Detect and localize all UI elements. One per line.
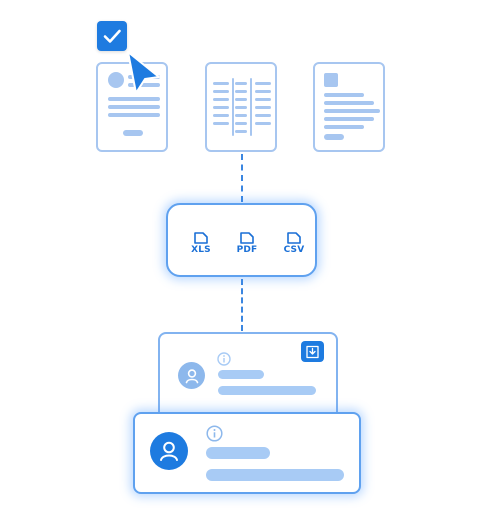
doc-avatar-placeholder	[108, 72, 124, 88]
table-cell	[255, 122, 271, 125]
table-cell	[235, 90, 247, 93]
avatar	[178, 362, 205, 389]
cursor-arrow-icon	[127, 51, 160, 94]
check-icon	[103, 29, 121, 43]
text-placeholder	[218, 370, 264, 379]
selected-checkbox[interactable]	[97, 21, 127, 51]
text-placeholder	[206, 469, 344, 481]
format-option-xls[interactable]: XLS	[181, 232, 221, 255]
connector-line	[241, 154, 243, 202]
file-icon	[287, 232, 301, 244]
info-icon[interactable]	[217, 352, 231, 366]
table-cell	[235, 130, 247, 133]
doc-button-placeholder	[123, 130, 143, 136]
table-cell	[255, 90, 271, 93]
doc-line	[128, 83, 160, 87]
format-label: XLS	[191, 245, 211, 255]
doc-image-placeholder	[324, 73, 338, 87]
user-icon	[160, 441, 178, 461]
table-cell	[255, 82, 271, 85]
doc-line	[108, 113, 160, 117]
format-option-csv[interactable]: CSV	[274, 232, 314, 255]
format-option-pdf[interactable]: PDF	[227, 232, 267, 255]
file-icon	[240, 232, 254, 244]
table-cell	[235, 98, 247, 101]
table-cell	[213, 82, 229, 85]
table-cell	[213, 98, 229, 101]
table-cell	[235, 114, 247, 117]
doc-line	[108, 97, 160, 101]
doc-button-placeholder	[324, 134, 344, 140]
text-placeholder	[218, 386, 316, 395]
table-cell	[235, 106, 247, 109]
document-card-text[interactable]	[313, 62, 385, 152]
table-cell	[255, 106, 271, 109]
table-cell	[213, 90, 229, 93]
format-label: CSV	[283, 245, 305, 255]
table-cell	[235, 122, 247, 125]
table-cell	[213, 114, 229, 117]
user-icon	[185, 368, 198, 383]
table-cell	[255, 98, 271, 101]
table-cell	[213, 122, 229, 125]
format-label: PDF	[236, 245, 258, 255]
document-card-table[interactable]	[205, 62, 277, 152]
doc-line	[324, 109, 380, 113]
table-divider	[250, 78, 252, 136]
doc-line	[324, 101, 374, 105]
doc-line	[324, 117, 374, 121]
text-placeholder	[206, 447, 270, 459]
table-divider	[232, 78, 234, 136]
connector-line	[241, 279, 243, 331]
file-icon	[194, 232, 208, 244]
download-button[interactable]	[301, 341, 324, 362]
doc-line	[108, 105, 160, 109]
doc-line	[324, 93, 364, 97]
table-cell	[255, 114, 271, 117]
doc-line	[324, 125, 364, 129]
avatar	[150, 432, 188, 470]
download-icon	[306, 345, 319, 358]
table-cell	[213, 106, 229, 109]
info-icon[interactable]	[206, 425, 223, 442]
table-cell	[235, 82, 247, 85]
